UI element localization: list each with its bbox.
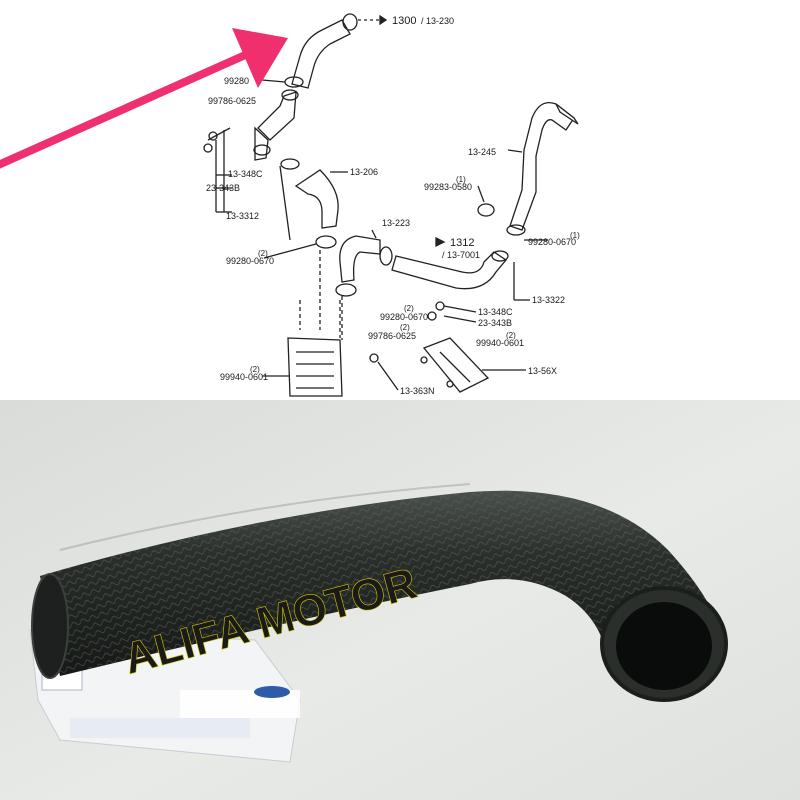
callout-99280-0670-right: 99280-0670 <box>528 237 576 247</box>
qty-0580: (1) <box>456 175 466 184</box>
callout-99280-top: 99280 <box>224 76 249 86</box>
qty-0625-mid: (2) <box>400 323 410 332</box>
qty-0601-right: (2) <box>506 331 516 340</box>
callout-13-230: / 13-230 <box>421 16 454 26</box>
callout-99283-0580: 99283-0580 <box>424 182 472 192</box>
upper-elbow-hose <box>291 19 351 89</box>
callout-13-348c-right: 13-348C <box>478 307 513 317</box>
callout-13-56x: 13-56X <box>528 366 557 376</box>
callout-labels: 1300 / 13-230 99280 99786-0625 13-348C 2… <box>206 15 580 396</box>
callout-23-343b-left: 23-343B <box>206 183 240 193</box>
callout-99786-0625-mid: 99786-0625 <box>368 331 416 341</box>
callout-13-363n: 13-363N <box>400 386 435 396</box>
callout-13-245: 13-245 <box>468 147 496 157</box>
qty-0601-left: (2) <box>250 365 260 374</box>
highlight-arrow <box>0 28 288 169</box>
qty-left-clamp: (2) <box>258 249 268 258</box>
diagram-line-art <box>203 13 579 397</box>
callout-1300: 1300 <box>392 15 416 27</box>
callout-13-348c-left: 13-348C <box>228 169 263 179</box>
callout-13-206: 13-206 <box>350 167 378 177</box>
callout-13-223: 13-223 <box>382 218 410 228</box>
parts-diagram: 1300 / 13-230 99280 99786-0625 13-348C 2… <box>0 13 581 397</box>
qty-0670-mid: (2) <box>404 304 414 313</box>
qty-0670-right: (1) <box>570 231 580 240</box>
callout-13-3322: 13-3322 <box>532 295 565 305</box>
callout-1312: 1312 <box>450 237 474 249</box>
callout-13-7001: / 13-7001 <box>442 250 480 260</box>
product-photo: ALIFA MOTOR <box>0 400 800 800</box>
callout-23-343b-right: 23-343B <box>478 318 512 328</box>
callout-99786-top: 99786-0625 <box>208 96 256 106</box>
callout-99280-0670-mid: 99280-0670 <box>380 312 428 322</box>
radiator-hose <box>31 483 728 702</box>
callout-99940-0601-right: 99940-0601 <box>476 338 524 348</box>
callout-99940-0601-left: 99940-0601 <box>220 372 268 382</box>
callout-99280-0670-left: 99280-0670 <box>226 256 274 266</box>
callout-13-3312: 13-3312 <box>226 211 259 221</box>
